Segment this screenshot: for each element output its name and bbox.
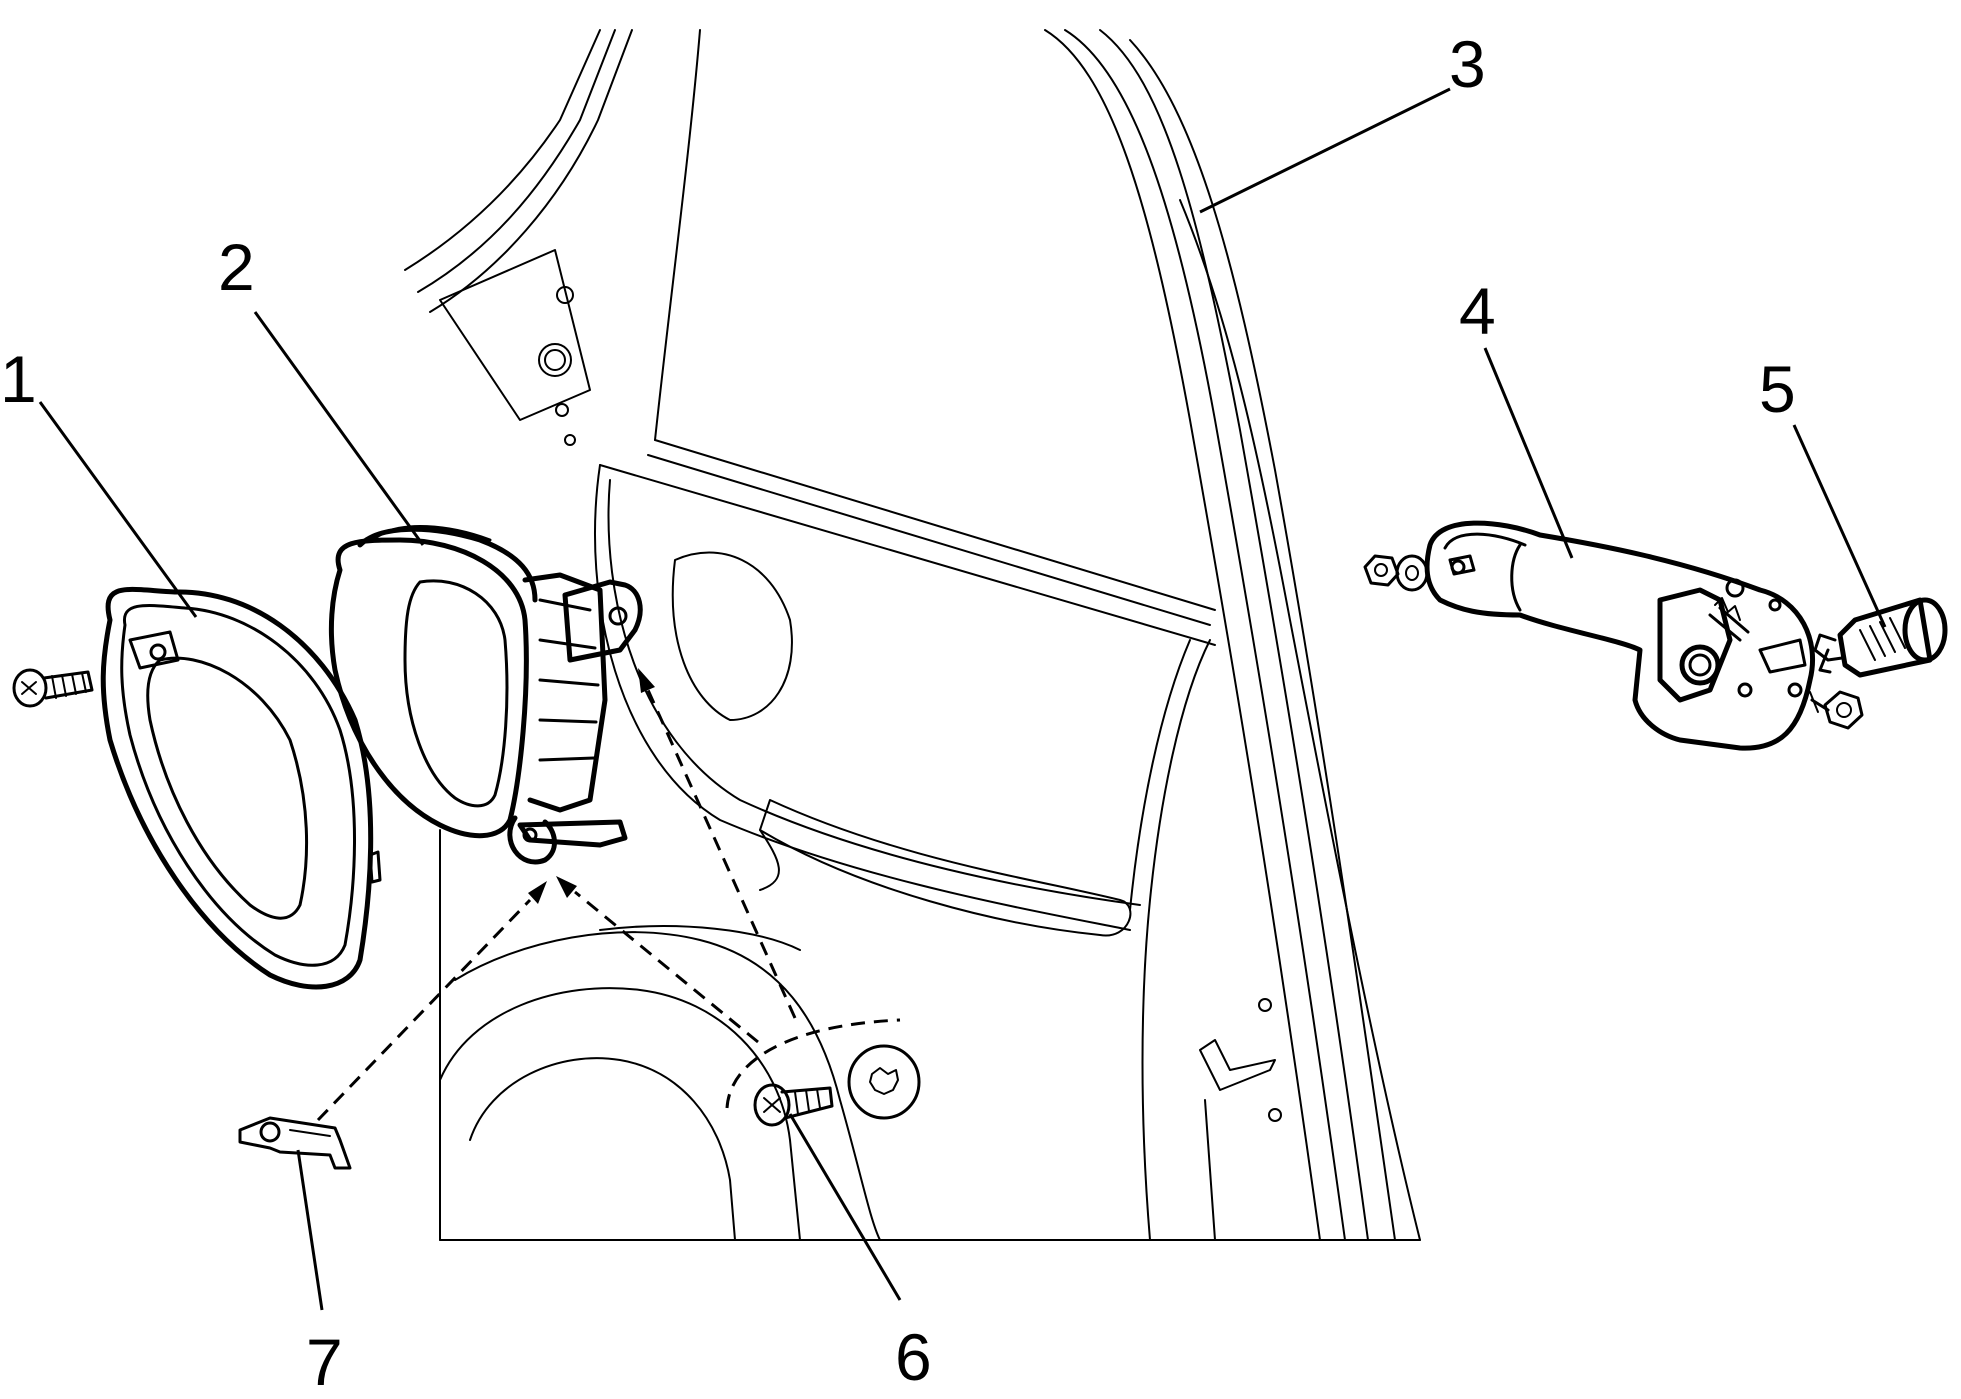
callout-5: 5 [1759,352,1796,426]
leader-4 [1483,347,1574,559]
hardware-group-arc [725,1018,901,1109]
leader-2 [253,311,425,546]
star-washer-icon [847,1044,921,1120]
arrow-bolt-to-bracket [646,689,797,1019]
arrowhead-clip [528,881,547,904]
leader-6 [788,1113,902,1301]
nut-icon [1363,554,1400,587]
inner-door-handle [328,525,643,865]
leader-lines [38,87,1887,1311]
callout-7: 7 [306,1325,343,1399]
arrowhead-bracket [638,668,655,693]
lock-cylinder [1813,597,1948,678]
callout-4: 4 [1459,274,1496,348]
handle-bezel [100,586,382,990]
callout-3: 3 [1449,27,1486,101]
bolt-icon [753,1083,834,1127]
washer-icon [1395,554,1429,592]
leader-3 [1199,87,1451,214]
callout-2: 2 [218,230,255,304]
leader-7 [296,1149,324,1311]
bezel-screw-icon [12,668,94,708]
leader-1 [38,401,198,618]
arrow-bolt-to-handle [574,890,759,1044]
retaining-clip [238,1116,352,1170]
cylinder-screw-icon [1809,690,1864,730]
callout-1: 1 [0,342,37,416]
callout-labels: 1 2 3 4 5 6 7 [0,27,1796,1399]
callout-6: 6 [895,1320,932,1394]
arrowhead-bolt [556,876,577,898]
outer-door-handle [1424,520,1816,751]
assembly-arrows [316,668,797,1122]
door-panel [404,29,1421,1241]
arrow-clip-to-handle [316,898,532,1122]
leader-5 [1792,424,1887,628]
